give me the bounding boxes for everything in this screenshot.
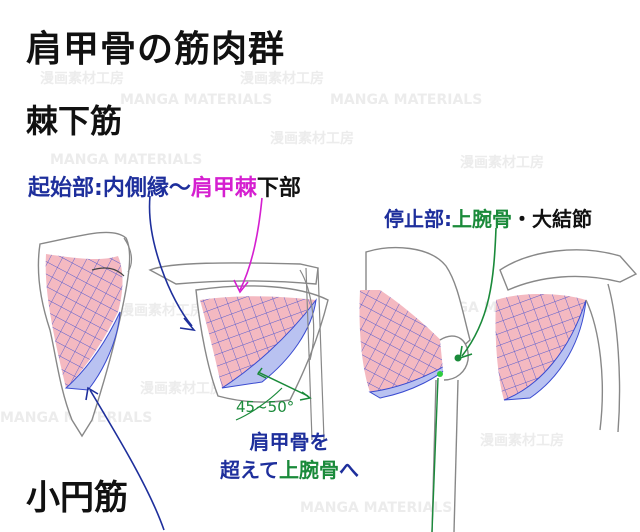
origin-label: 起始部 [28,176,95,201]
watermark-text: MANGA MATERIALS [120,92,273,108]
watermark-text: MANGA MATERIALS [300,500,453,516]
watermark-text: 漫画素材工房 [480,433,564,449]
origin-leader-line [148,195,193,327]
teres-minor-leader-line [89,389,165,531]
watermark-text: 漫画素材工房 [270,131,354,147]
watermark-text: 漫画素材工房 [460,155,544,171]
scapula-figure-1 [37,231,133,438]
insertion-leader-line [461,227,497,357]
insertion-greater-tubercle: ・大結節 [512,207,592,231]
shoulder-figure-3 [359,247,471,532]
insertion-humerus: 上腕骨 [452,207,512,231]
insertion-label: 停止部 [384,207,444,231]
page-title: 肩甲骨の筋肉群 [26,29,286,70]
origin-lower-part: 下部 [256,176,301,201]
note-beyond: 超えて [220,458,279,482]
watermark-text: 漫画素材工房 [240,71,324,87]
insertion-label-row: 停止部:上腕骨・大結節 [384,203,592,232]
origin-arrow-head [179,317,196,332]
note-line-1: 肩甲骨を [249,430,330,454]
insertion-colon: : [444,207,452,231]
angle-label: 45~50° [236,398,295,416]
watermark-text: MANGA MATERIALS [330,92,483,108]
note-line-2: 超えて上腕骨へ [220,456,359,484]
origin-label-row: 起始部:内側縁〜肩甲棘下部 [28,170,301,202]
green-leader-line-2 [431,377,439,532]
shoulder-figure-4 [495,249,638,433]
section-heading-teres-minor: 小円筋 [26,478,128,518]
scapula-figure-2 [148,262,329,441]
watermark-text: MANGA MATERIALS [50,152,203,168]
origin-medial-border: 内側縁〜 [102,176,191,201]
note-humerus: 上腕骨 [279,458,339,482]
teres-minor-arrow-head [85,386,99,401]
spine-leader-line [239,197,263,291]
spine-arrow-head [233,279,249,294]
section-heading-infraspinatus: 棘下筋 [26,102,123,140]
insertion-arrow-head [458,345,473,360]
origin-scapular-spine: 肩甲棘 [190,176,257,201]
crossing-note: 肩甲骨を 超えて上腕骨へ [220,428,359,484]
origin-colon: : [94,176,103,201]
watermark-text: 漫画素材工房 [140,381,224,397]
note-to: へ [339,458,359,482]
watermark-text: 漫画素材工房 [40,71,124,87]
